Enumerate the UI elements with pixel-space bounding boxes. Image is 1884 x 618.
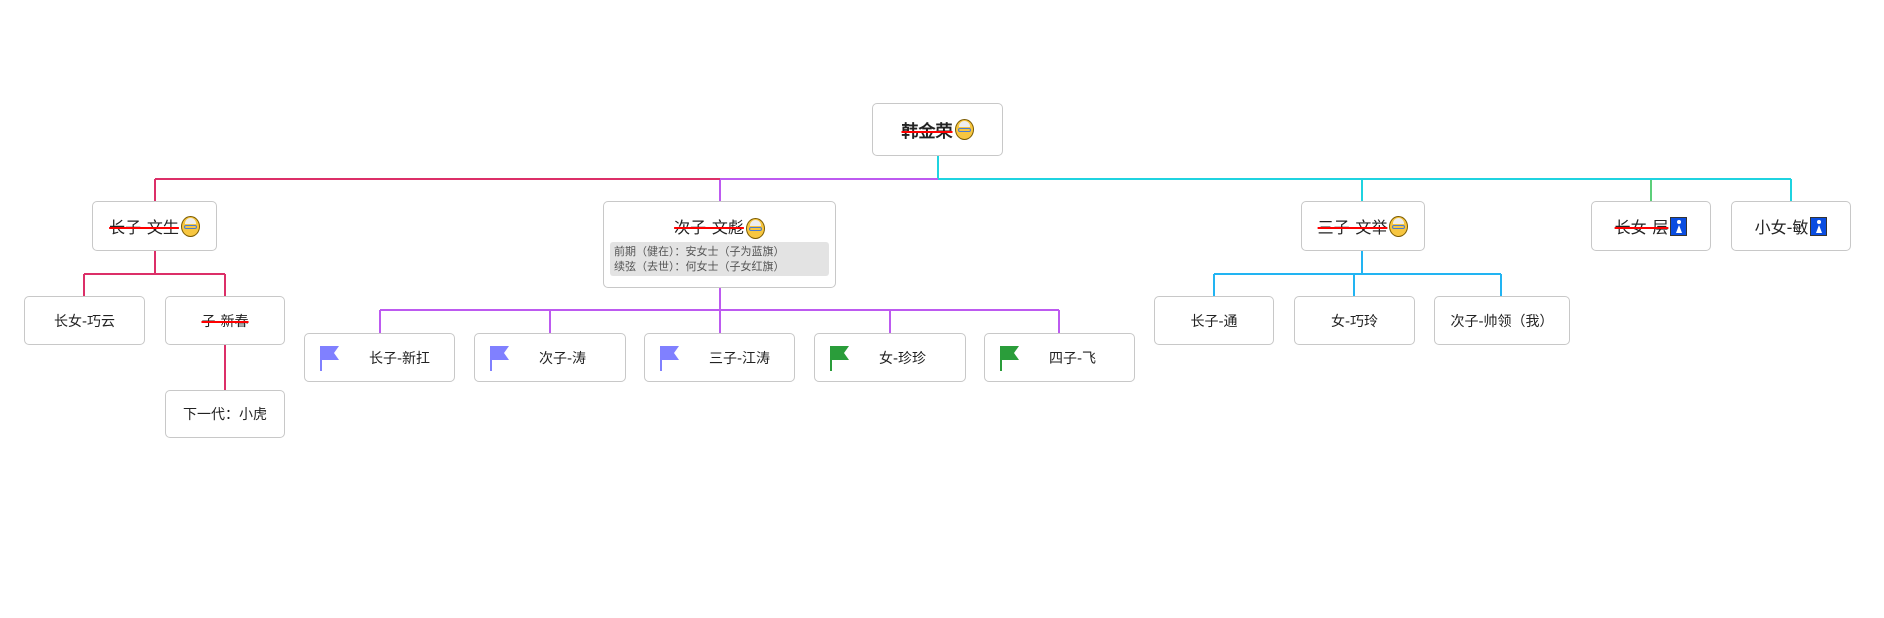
node-label: 次子-涛: [539, 350, 587, 367]
node-label: 三子-江涛: [709, 350, 771, 367]
grandchild-node[interactable]: 三子-江涛: [644, 333, 795, 382]
grandchild-node[interactable]: 女-巧玲: [1294, 296, 1415, 345]
old-man-icon: [180, 215, 200, 237]
node-label: 小女-敏: [1754, 218, 1809, 237]
old-man-icon: [954, 119, 974, 140]
node-label: 三子-文举: [1317, 218, 1388, 237]
root-node[interactable]: 韩金荣: [872, 103, 1003, 156]
node-label: 女-珍珍: [879, 350, 927, 367]
green-flag-icon: [830, 345, 849, 371]
child-node-min[interactable]: 小女-敏: [1731, 201, 1851, 251]
node-label: 长子-通: [1190, 313, 1238, 330]
child-node-wenju[interactable]: 三子-文举: [1301, 201, 1425, 251]
great-grandchild-node[interactable]: 下一代：小虎: [165, 390, 285, 438]
green-flag-icon: [1000, 345, 1019, 371]
blue-flag-icon: [660, 345, 679, 371]
node-label: 长女-巧云: [53, 313, 116, 330]
blue-flag-icon: [320, 345, 339, 371]
node-label: 长子-新扛: [369, 350, 431, 367]
grandchild-node[interactable]: 子-新春: [165, 296, 285, 345]
child-node-ceng[interactable]: 长女-层: [1591, 201, 1711, 251]
grandchild-node[interactable]: 长女-巧云: [24, 296, 145, 345]
node-label: 女-巧玲: [1330, 313, 1379, 330]
node-label: 长女-层: [1614, 218, 1669, 237]
node-label: 四子-飞: [1049, 350, 1097, 367]
child-node-wenbiao[interactable]: 次子-文彪 前期（健在）：安女士（子为蓝旗） 续弦（去世）：何女士（子女红旗）: [603, 201, 836, 288]
grandchild-node[interactable]: 长子-新扛: [304, 333, 455, 382]
node-label: 次子-帅领（我）: [1450, 313, 1554, 330]
note-line: 续弦（去世）：何女士（子女红旗）: [614, 259, 785, 273]
note-line: 前期（健在）：安女士（子为蓝旗）: [614, 244, 785, 258]
node-label: 下一代：小虎: [183, 407, 267, 423]
old-man-icon: [1389, 215, 1409, 237]
node-label: 长子-文生: [109, 218, 179, 237]
grandchild-node[interactable]: 次子-帅领（我）: [1434, 296, 1570, 345]
node-label: 子-新春: [201, 313, 249, 330]
node-label: 次子-文彪: [674, 217, 744, 237]
female-sign-icon: [1670, 216, 1688, 236]
grandchild-node[interactable]: 四子-飞: [984, 333, 1135, 382]
grandchild-node[interactable]: 女-珍珍: [814, 333, 966, 382]
node-note: 前期（健在）：安女士（子为蓝旗） 续弦（去世）：何女士（子女红旗）: [610, 241, 829, 276]
root-label: 韩金荣: [901, 122, 953, 142]
old-man-icon: [745, 217, 765, 239]
female-sign-icon: [1810, 216, 1828, 236]
blue-flag-icon: [490, 345, 509, 371]
grandchild-node[interactable]: 次子-涛: [474, 333, 626, 382]
child-node-wensheng[interactable]: 长子-文生: [92, 201, 217, 251]
grandchild-node[interactable]: 长子-通: [1154, 296, 1274, 345]
